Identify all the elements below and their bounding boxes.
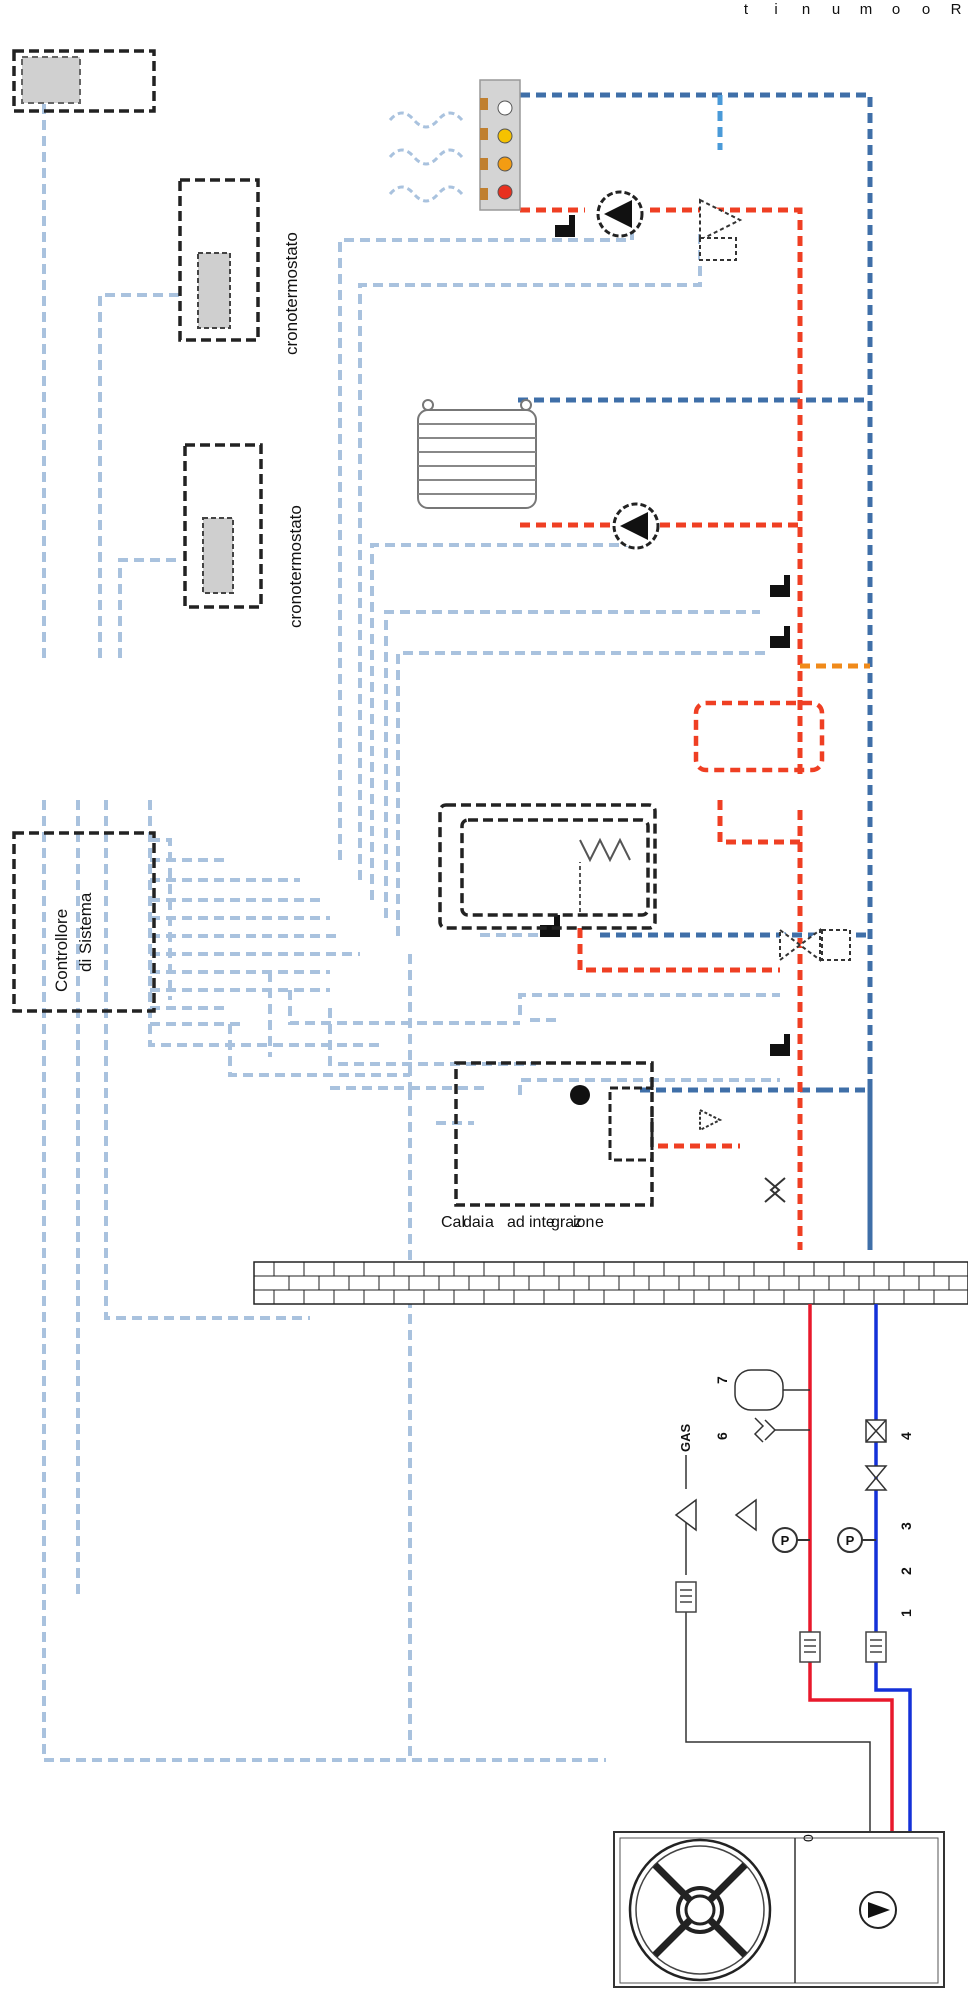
controller-label-line1: Controllore	[52, 908, 71, 992]
controller-label-line2: di Sistema	[76, 892, 95, 972]
signal-wiring	[42, 88, 780, 1762]
svg-text:P: P	[846, 1533, 855, 1548]
boiler-label-line: inte	[529, 1214, 555, 1231]
return-lines	[518, 92, 873, 1250]
boiler-label-line: dai	[463, 1214, 485, 1231]
boiler-label-line: ad	[507, 1214, 525, 1231]
brick-wall	[253, 1261, 968, 1305]
pump-circuit-1	[596, 190, 644, 238]
mixing-valve-1	[699, 198, 743, 261]
boiler-label-line: Cal	[441, 1214, 466, 1231]
radiator	[417, 399, 537, 509]
chrono-box-1	[178, 178, 260, 342]
connection-pipes	[685, 1304, 912, 1840]
boiler-label-line: ion	[573, 1214, 595, 1231]
fitting-number-6: 6	[714, 1432, 730, 1440]
room-unit-letter: n	[801, 1, 811, 18]
filter-cross	[865, 1419, 887, 1443]
shutoff-valve-gas	[674, 1498, 757, 1532]
room-unit-letter: R	[950, 1, 962, 18]
fitting-number-7: 7	[714, 1376, 730, 1384]
chrono-box-2	[183, 443, 263, 609]
integration-boiler	[454, 1061, 786, 1207]
room-unit-letter: u	[831, 1, 841, 18]
boiler-label-line: graz	[551, 1214, 583, 1231]
room-unit-letter: o	[891, 1, 901, 18]
expansion-vessel	[734, 1369, 810, 1411]
three-way-valve	[779, 928, 851, 962]
underfloor-loops	[388, 111, 464, 203]
boiler-label-line: e	[595, 1214, 604, 1231]
fitting-number-2: 2	[898, 1567, 914, 1575]
chrono-label: cronotermostato	[286, 505, 305, 628]
fitting-number-3: 3	[898, 1522, 914, 1530]
pump-circuit-2	[612, 502, 660, 550]
fitting-number-1: 1	[898, 1609, 914, 1617]
shutoff-valve-return	[864, 1465, 888, 1491]
chrono-label: cronotermostato	[282, 232, 301, 355]
fitting-number-4: 4	[898, 1432, 914, 1440]
room-unit-box	[12, 49, 156, 113]
unit-panel-label: 0	[800, 1834, 816, 1842]
boiler-label-line: a	[485, 1214, 494, 1231]
pipe-fittings	[675, 1581, 887, 1663]
pressure-gauge-labels: P P	[781, 1533, 855, 1548]
room-unit-letter: o	[921, 1, 931, 18]
room-unit-letter: i	[774, 1, 778, 18]
temperature-sensors	[540, 215, 790, 1056]
heat-pump-unit	[613, 1831, 945, 1988]
buffer-tank	[693, 700, 825, 773]
safety-valve	[753, 1417, 810, 1443]
controller-box	[12, 831, 156, 1013]
manifold-collector	[479, 79, 521, 211]
room-unit-letter: m	[859, 1, 873, 18]
gas-label: GAS	[678, 1423, 693, 1452]
pressure-gauges	[772, 1527, 876, 1553]
room-unit-letter: t	[743, 1, 749, 18]
svg-text:P: P	[781, 1533, 790, 1548]
supply-lines	[520, 207, 803, 1250]
dhw-tank	[438, 803, 657, 930]
